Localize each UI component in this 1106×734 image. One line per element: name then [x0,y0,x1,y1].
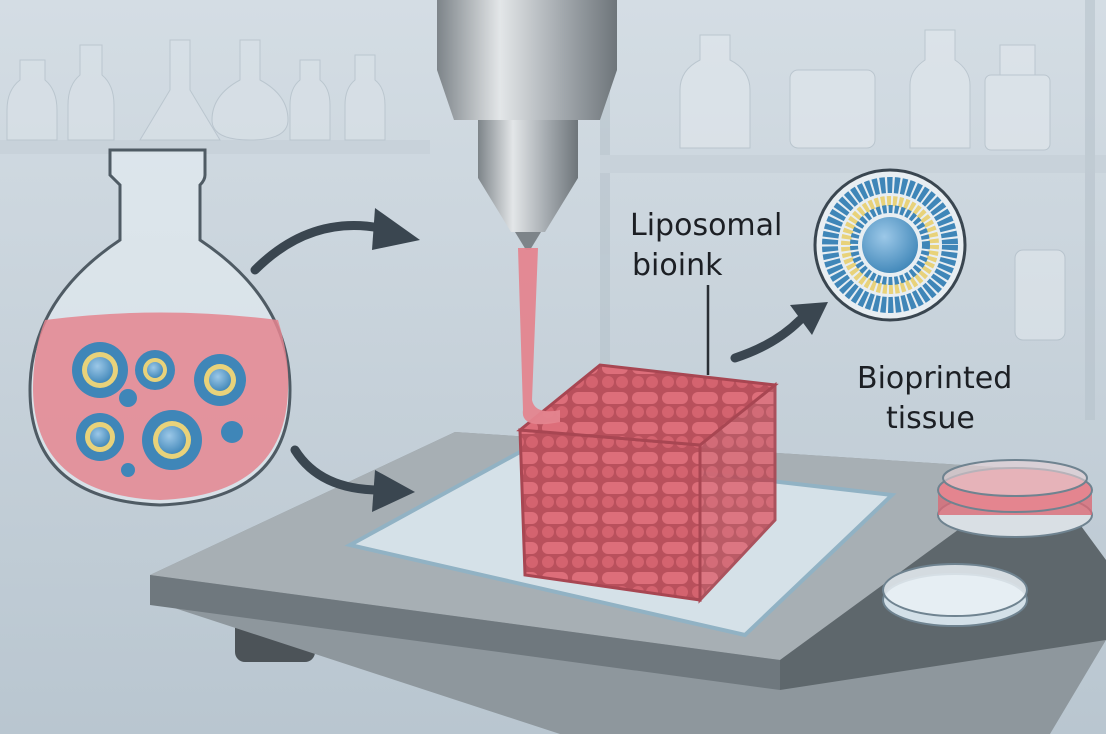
tissue-label-line2: tissue [886,401,975,436]
printer-nozzle [437,0,617,250]
background-shelves [6,0,1095,420]
bioprinted-tissue-cube [516,363,779,604]
bioink-stream [518,248,560,425]
arrow-head-icon [372,470,415,512]
arrow-head-icon [372,208,420,250]
process-arrows [250,221,805,495]
tissue-label-line1: Bioprinted [857,361,1012,396]
arrow-head-icon [790,302,828,335]
liposome-particles [72,342,246,477]
bioink-flask [28,148,292,507]
liposome-detail-callout [813,168,967,322]
bioink-label-line2: bioink [632,248,723,283]
bioink-label-line1: Liposomal [630,208,782,243]
petri-dishes [882,459,1093,627]
